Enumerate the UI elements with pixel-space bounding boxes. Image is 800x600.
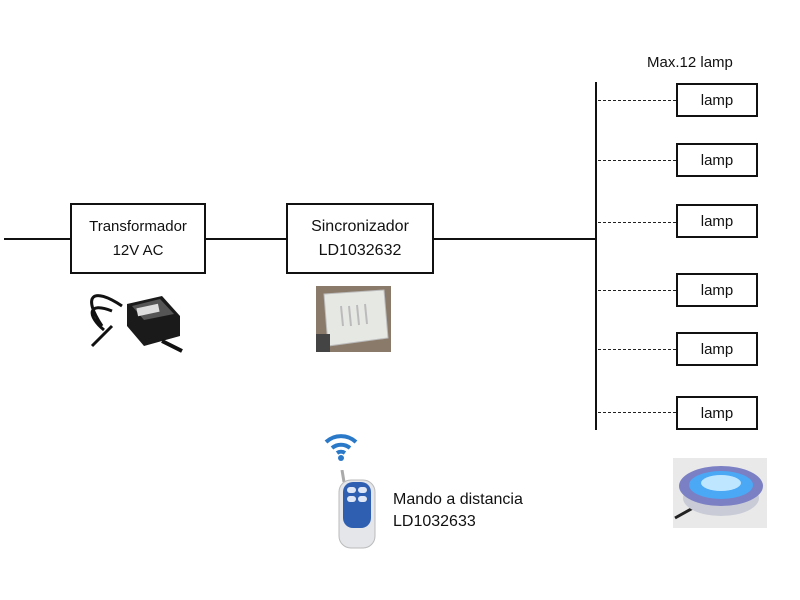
sync-bus-wire <box>434 238 596 240</box>
lamp-block: lamp <box>676 204 758 238</box>
transformer-voltage: 12V AC <box>112 241 164 259</box>
lamp-block: lamp <box>676 273 758 307</box>
lamp-block: lamp <box>676 332 758 366</box>
lamp-label: lamp <box>700 340 734 358</box>
remote-label: Mando a distancia LD1032633 <box>393 489 523 533</box>
lamp-block: lamp <box>676 396 758 430</box>
max-lamp-label: Max.12 lamp <box>647 54 733 71</box>
lamp-connector <box>598 412 676 413</box>
transformer-block: Transformador 12V AC <box>70 203 206 274</box>
lamp-label: lamp <box>700 281 734 299</box>
lamp-label: lamp <box>700 212 734 230</box>
lamp-label: lamp <box>700 404 734 422</box>
synchronizer-label: Sincronizador <box>311 217 409 235</box>
lamp-connector <box>598 290 676 291</box>
lamp-label: lamp <box>700 91 734 109</box>
lamp-block: lamp <box>676 143 758 177</box>
lamp-connector <box>598 160 676 161</box>
wifi-icon <box>324 434 358 461</box>
synchronizer-photo <box>316 286 391 352</box>
lamp-connector <box>598 100 676 101</box>
lamp-bus <box>595 82 597 430</box>
lamp-photo <box>673 458 767 528</box>
remote-control-icon <box>338 470 376 549</box>
input-wire <box>4 238 70 240</box>
synchronizer-model: LD1032632 <box>318 241 402 259</box>
remote-name: Mando a distancia <box>393 491 523 508</box>
lamp-connector <box>598 222 676 223</box>
lamp-connector <box>598 349 676 350</box>
transformer-label: Transformador <box>89 217 187 235</box>
synchronizer-block: Sincronizador LD1032632 <box>286 203 434 274</box>
transformer-sync-wire <box>206 238 286 240</box>
transformer-photo <box>90 294 183 353</box>
lamp-label: lamp <box>700 151 734 169</box>
lamp-block: lamp <box>676 83 758 117</box>
remote-model: LD1032633 <box>393 513 476 530</box>
